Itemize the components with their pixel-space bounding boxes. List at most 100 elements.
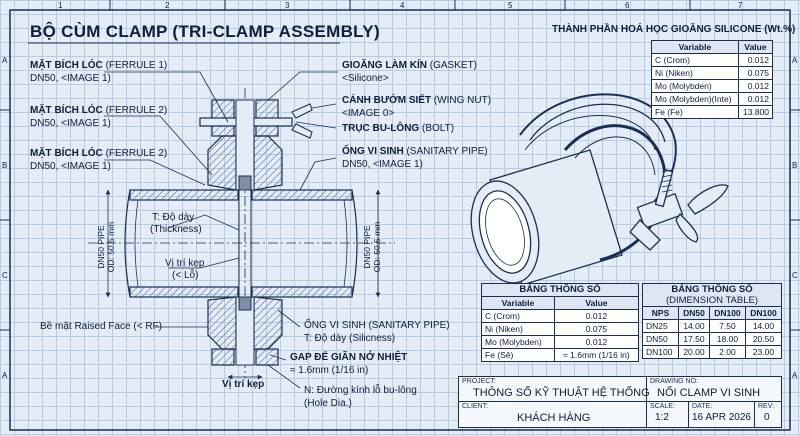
dim-cell: 14.00 xyxy=(744,319,783,333)
dn-left-line1: DN50 PIPE xyxy=(96,225,106,269)
chem-cell: 0.012 xyxy=(737,92,774,106)
spec-header-value: Value xyxy=(553,296,640,310)
table-row: DN25 14.00 7.50 14.00 xyxy=(641,319,783,333)
ferrule3-spec: DN50, <IMAGE 1) xyxy=(30,161,111,172)
clamp-pos-note-1: Vị trí kẹp xyxy=(165,258,205,269)
tb-date-label: DATE: xyxy=(692,403,713,410)
gasket-title: GIOĂNG LÀM KÍN xyxy=(342,60,427,71)
dim-cell: DN50 xyxy=(641,332,680,346)
top-flange xyxy=(199,99,313,191)
chem-cell: Fe (Fe) xyxy=(651,105,739,119)
table-row: Fe (Fe)13.800 xyxy=(651,105,774,119)
chem-cell: 13.800 xyxy=(737,105,774,119)
dim-table-title-cell: BẢNG THÔNG SỐ (DIMENSION TABLE) xyxy=(642,283,782,307)
left-pipe xyxy=(124,189,239,298)
dim-header: DN100 xyxy=(708,306,746,320)
gap-spec: ≈ 1.6mm (1/16 in) xyxy=(290,365,369,376)
chem-cell: Mo (Molybden)(Inte) xyxy=(651,92,739,106)
spec-table-title: BẢNG THÔNG SỐ xyxy=(481,283,639,297)
dim-table-subtitle: (DIMENSION TABLE) xyxy=(665,295,759,306)
grid-col-4: 4 xyxy=(400,1,405,10)
chem-table: Variable Value C (Crom)0.012 Ni (Niken)0… xyxy=(651,40,774,119)
tb-scale: SCALE: 1:2 xyxy=(647,402,689,427)
dimension-table: BẢNG THÔNG SỐ (DIMENSION TABLE) NPS DN50… xyxy=(641,283,783,359)
spec-header-variable: Variable xyxy=(481,296,555,310)
dim-cell: 20.50 xyxy=(744,332,783,346)
bolt-sub: (BOLT) xyxy=(422,123,455,134)
tb-project: PROJECT: THÔNG SỐ KỸ THUẬT HỆ THỐNG xyxy=(459,377,650,402)
dim-header: DN100 xyxy=(744,306,783,320)
tb-client-label: CLIENT: xyxy=(462,403,489,410)
chem-header-value: Value xyxy=(737,40,774,54)
gasket-sub: (GASKET) xyxy=(429,60,478,71)
wingnut-sub: (WING NUT) xyxy=(433,95,492,106)
spec-cell: C (Crom) xyxy=(481,309,555,323)
hole-note-1: N: Đường kính lỗ bu-lông xyxy=(304,385,417,396)
ferrule2-sub: (FERRULE 2) xyxy=(105,105,168,116)
dn-left-dim: DN50 PIPE OD: 50.5 mm xyxy=(96,197,116,297)
dim-cell: 20.00 xyxy=(678,345,710,359)
chem-cell: 0.012 xyxy=(737,53,774,67)
grid-row-a: A xyxy=(2,56,8,65)
ferrule2-spec: DN50, <IMAGE 1) xyxy=(30,118,111,129)
grid-col-2: 2 xyxy=(165,1,170,10)
tb-date-value: 16 APR 2026 xyxy=(692,412,751,423)
grid-row-c: C xyxy=(2,271,8,280)
dim-cell: 14.00 xyxy=(678,319,710,333)
grid-row-a-right: A xyxy=(792,56,798,65)
callout-bolt: TRỤC BU-LÔNG (BOLT) xyxy=(342,123,454,135)
table-row: C (Crom)0.012 xyxy=(481,309,640,323)
grid-col-5: 5 xyxy=(508,1,513,10)
dn-right-dim: DN50 PIPE OD: 50.5 mm xyxy=(362,197,382,297)
grid-row-b: B xyxy=(2,161,8,170)
dim-cell: 18.00 xyxy=(708,332,746,346)
dim-cell: 7.50 xyxy=(708,319,746,333)
tb-drawing: DRAWING NO: NỐI CLAMP VI SINH xyxy=(647,377,781,402)
spec-cell: ≈ 1.6mm (1/16 in) xyxy=(553,348,640,362)
ferrule1-spec: DN50, <IMAGE 1) xyxy=(30,73,111,84)
dim-cell: 23.00 xyxy=(744,345,783,359)
dim-header: DN50 xyxy=(678,306,710,320)
tb-rev-label: REV: xyxy=(758,403,775,410)
clamp-pos-bottom: Vị trí kẹp xyxy=(222,379,265,390)
chem-cell: 0.012 xyxy=(737,79,774,93)
bottom-flange xyxy=(207,296,283,366)
spec-cell: Mo (Molybden) xyxy=(481,335,555,349)
grid-col-1: 1 xyxy=(58,1,63,10)
ferrule2-title: MẶT BÍCH LÓC xyxy=(30,105,103,116)
dim-cell: DN25 xyxy=(641,319,680,333)
tb-drawing-value: NỐI CLAMP VI SINH xyxy=(657,387,761,399)
spec-cell: 0.075 xyxy=(553,322,640,336)
right-pipe xyxy=(251,189,358,298)
grid-row-b-right: B xyxy=(792,161,798,170)
raised-face-note: Bề mặt Raised Face (< RF) xyxy=(40,321,162,332)
wingnut-title: CÁNH BƯỚM SIẾT xyxy=(342,95,432,106)
ferrule3-sub: (FERRULE 2) xyxy=(105,148,168,159)
chem-header-variable: Variable xyxy=(651,40,739,54)
spec-table: BẢNG THÔNG SỐ Variable Value C (Crom)0.0… xyxy=(481,283,640,362)
hole-note-2: (Hole Dia.) xyxy=(304,398,352,409)
callout-ferrule-1: MẶT BÍCH LÓC (FERRULE 1) xyxy=(30,60,167,72)
dim-cell: DN100 xyxy=(641,345,680,359)
dn-right-line2: OD: 50.5 mm xyxy=(372,221,382,273)
dim-cell: 17.50 xyxy=(678,332,710,346)
clamp-pos-note-2: (< Lỗ) xyxy=(172,270,199,281)
thickness-note-2: (Thickness) xyxy=(150,224,202,235)
gap-title: GAP ĐỂ GIÃN NỞ NHIỆT xyxy=(290,352,408,363)
grid-col-3: 3 xyxy=(285,1,290,10)
pipe-sub: (SANITARY PIPE) xyxy=(406,146,488,157)
table-row: Mo (Molybden)0.012 xyxy=(651,79,774,93)
ferrule3-title: MẶT BÍCH LÓC xyxy=(30,148,103,159)
callout-wing-nut: CÁNH BƯỚM SIẾT (WING NUT) xyxy=(342,95,491,107)
callout-ferrule-3: MẶT BÍCH LÓC (FERRULE 2) xyxy=(30,148,167,160)
table-row: Mo (Molybden)0.012 xyxy=(481,335,640,349)
grid-col-6: 6 xyxy=(625,1,630,10)
dim-cell: 2.00 xyxy=(708,345,746,359)
grid-row-a2-right: A xyxy=(792,371,798,380)
isometric-clamp xyxy=(470,93,729,286)
tb-date: DATE: 16 APR 2026 xyxy=(689,402,755,427)
table-row: DN50 17.50 18.00 20.50 xyxy=(641,332,783,346)
tb-project-label: PROJECT: xyxy=(462,378,496,385)
table-row: Fe (Sê)≈ 1.6mm (1/16 in) xyxy=(481,348,640,362)
